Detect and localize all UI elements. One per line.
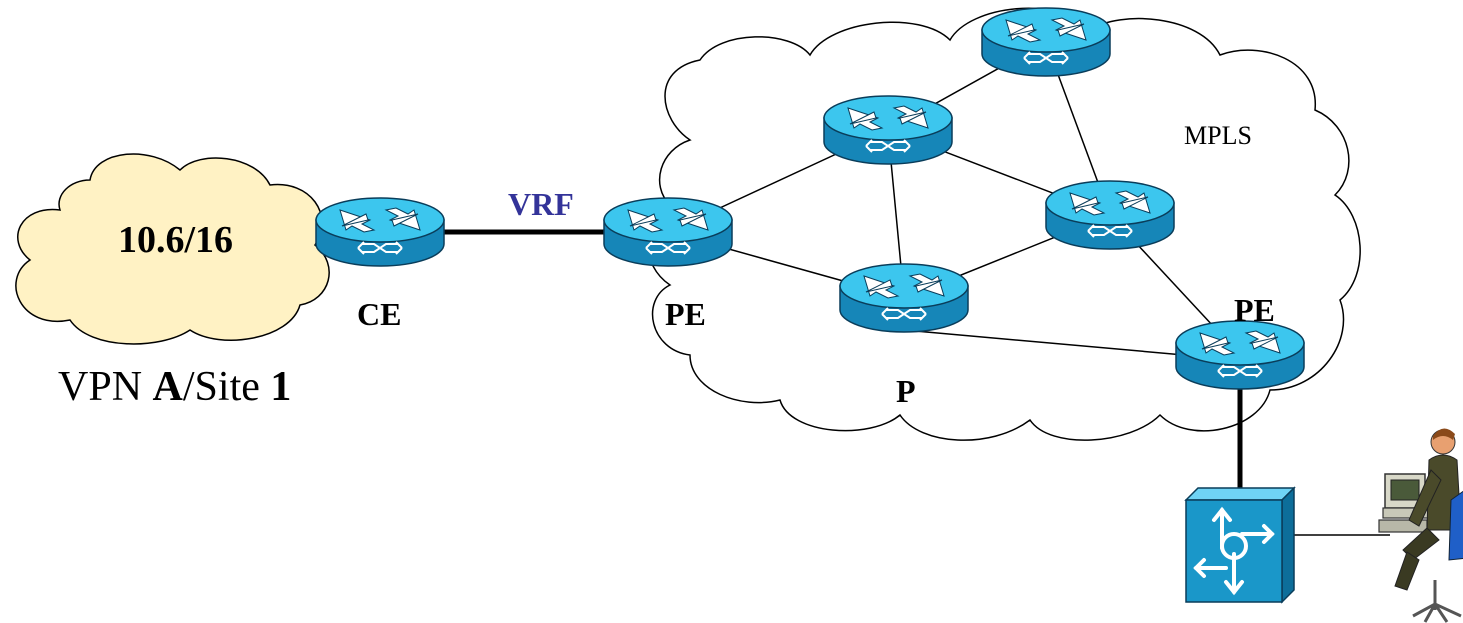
ce-router-icon [315,197,445,267]
ce-label: CE [357,296,402,332]
site-caption: VPN A/Site 1 [58,366,291,408]
vrf-label: VRF [508,186,574,222]
site-prefix-label: 10.6/16 [118,219,234,261]
site-cloud [15,153,330,345]
site-caption-site-id: 1 [270,364,292,410]
user-at-workstation-icon [1378,428,1463,623]
site-caption-vpn-id: A [152,364,183,410]
p-router-center-icon [839,263,969,333]
p-label: P [896,373,916,409]
site-caption-part1: VPN [58,364,153,410]
p-router-top-icon [981,7,1111,77]
p-router-right-icon [1045,180,1175,250]
pe-left-label: PE [665,296,706,332]
mpls-label: MPLS [1184,121,1252,150]
p-router-top-left-icon [823,95,953,165]
pe-left-router-icon [603,197,733,267]
pe-right-router-icon [1175,320,1305,390]
site-caption-part3: /Site [182,364,271,410]
pe-right-label: PE [1234,292,1275,328]
multilayer-switch-icon [1184,486,1296,604]
